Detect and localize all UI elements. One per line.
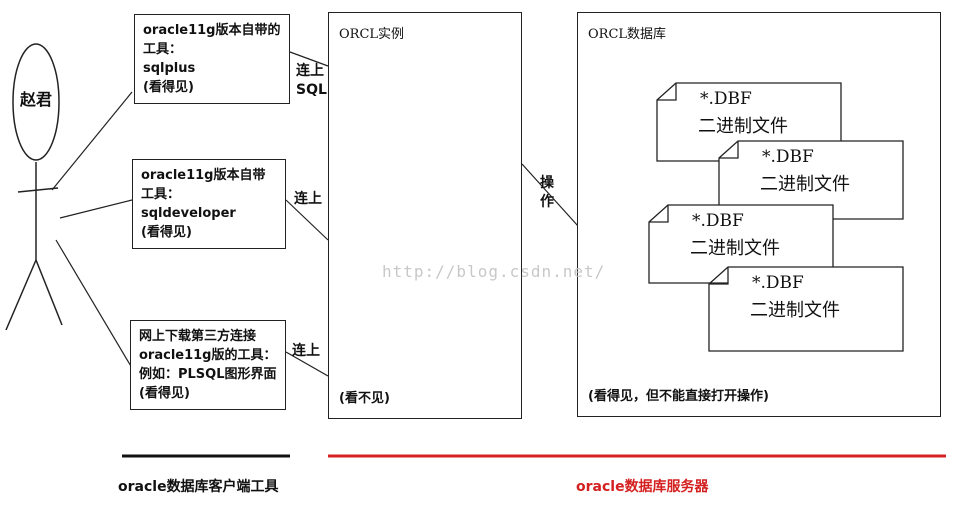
dbf-ext: *.DBF [692, 211, 744, 231]
dbf-desc: 二进制文件 [698, 116, 788, 137]
document-icon [648, 204, 834, 284]
line-person-tool3 [55, 239, 133, 369]
database-note: (看得见，但不能直接打开操作) [588, 389, 769, 404]
dbf-file-4: *.DBF 二进制文件 [708, 266, 904, 352]
line-person-tool1 [51, 91, 133, 191]
document-icon [708, 266, 904, 352]
tool-text: oracle11g版本自带的 工具： sqlplus (看得见) [143, 23, 281, 95]
instance-title: ORCL实例 [339, 27, 405, 42]
tool-box-sqlplus: oracle11g版本自带的 工具： sqlplus (看得见) [134, 14, 290, 104]
line-tool2-instance [285, 199, 329, 241]
dbf-ext: *.DBF [762, 147, 814, 167]
person-leg-left [5, 259, 37, 331]
person-name: 赵君 [20, 90, 53, 109]
dbf-file-3: *.DBF 二进制文件 [648, 204, 834, 284]
connect-label-2: 连上 [294, 191, 322, 207]
person-leg-right [35, 259, 63, 326]
instance-box: ORCL实例 (看不见) [328, 12, 522, 419]
line-person-tool2 [59, 199, 133, 219]
dbf-desc: 二进制文件 [690, 238, 780, 259]
tool-box-sqldeveloper: oracle11g版本自带 工具： sqldeveloper (看得见) [132, 159, 286, 249]
dbf-desc: 二进制文件 [760, 174, 850, 195]
line-instance-database [521, 163, 579, 227]
dbf-ext: *.DBF [752, 273, 804, 293]
operate-label: 操 作 [540, 175, 554, 210]
instance-note: (看不见) [339, 391, 390, 406]
tool-text: 网上下载第三方连接 oracle11g版的工具： 例如：PLSQL图形界面 (看… [139, 329, 277, 401]
line-tool3-instance [285, 351, 329, 377]
person-arms [17, 187, 59, 193]
tool-box-plsql: 网上下载第三方连接 oracle11g版的工具： 例如：PLSQL图形界面 (看… [130, 320, 286, 410]
dbf-ext: *.DBF [700, 89, 752, 109]
connect-label-3: 连上 [292, 343, 320, 359]
database-title: ORCL数据库 [588, 27, 667, 42]
dbf-desc: 二进制文件 [750, 300, 840, 321]
watermark: http://blog.csdn.net/ [382, 262, 606, 281]
client-label: oracle数据库客户端工具 [118, 479, 279, 495]
dbf-file-2: *.DBF 二进制文件 [718, 140, 904, 220]
server-label: oracle数据库服务器 [576, 479, 709, 495]
person-head [12, 43, 60, 161]
line-tool1-instance [289, 51, 329, 67]
tool-text: oracle11g版本自带 工具： sqldeveloper (看得见) [141, 168, 266, 240]
